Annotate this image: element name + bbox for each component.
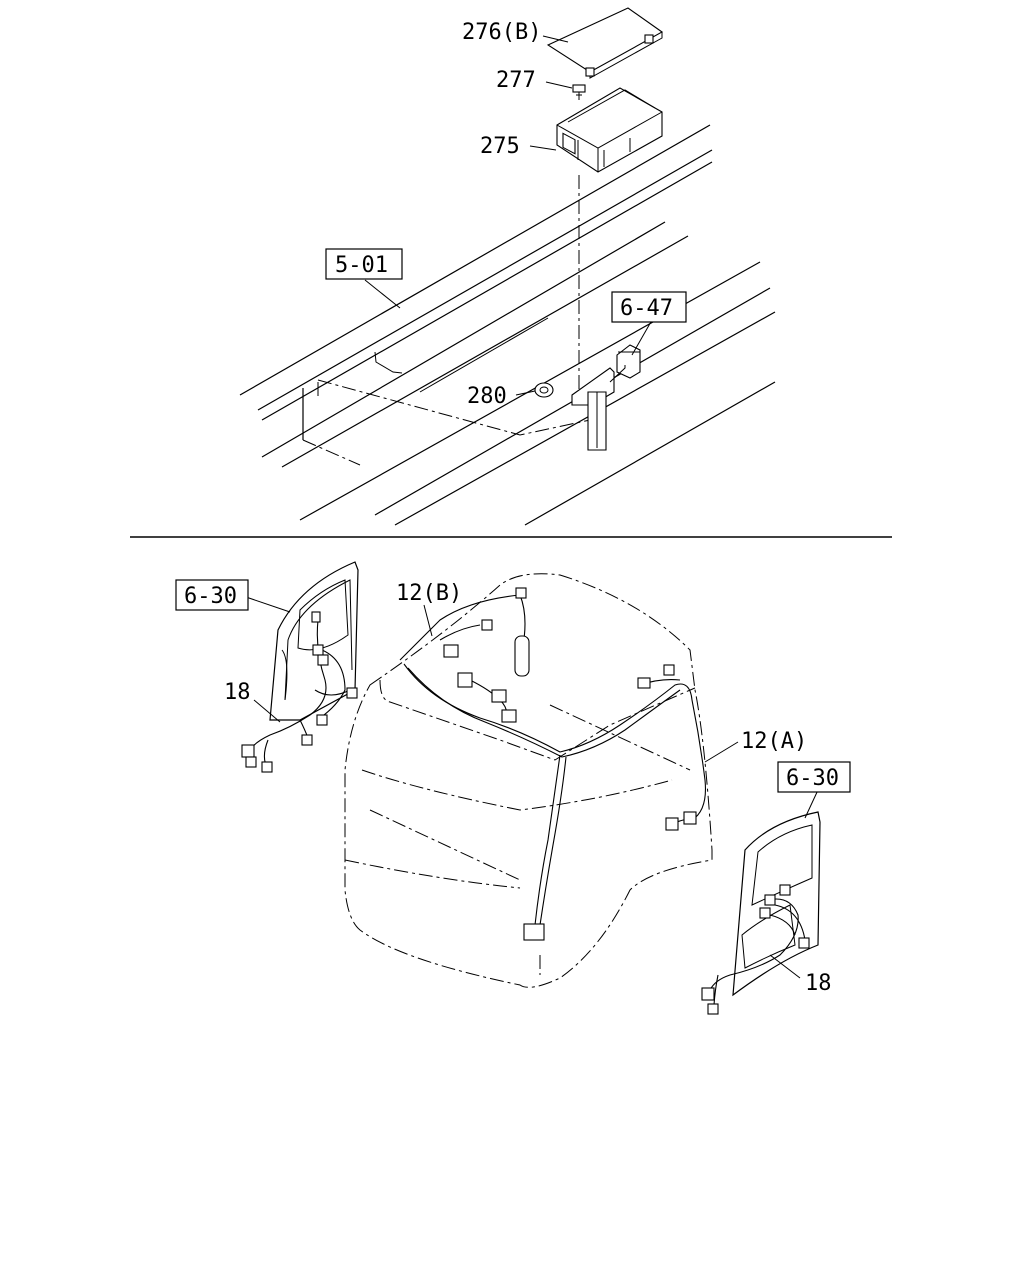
label-roof-harness-b: 12(B) — [396, 581, 462, 606]
label-frame-ref: 5-01 — [335, 253, 388, 278]
bracket — [571, 344, 641, 451]
label-cover: 276(B) — [462, 20, 541, 45]
cab-outline — [344, 573, 713, 988]
lower-view: 6-30 18 12(B) 12(A) 6-30 18 — [175, 561, 851, 1015]
box-cover — [546, 7, 664, 79]
upper-leaders — [364, 35, 653, 396]
frame-ref-box — [325, 248, 403, 280]
label-door-right-harness: 18 — [805, 971, 832, 996]
left-door-ref-box — [175, 579, 249, 611]
storage-box — [556, 87, 663, 173]
upper-view: 276(B) 277 275 5-01 6-47 280 — [239, 7, 776, 526]
label-bracket-ref: 6-47 — [620, 296, 673, 321]
nut-icon — [534, 382, 554, 398]
label-roof-harness-a: 12(A) — [741, 729, 807, 754]
chassis-frame — [239, 124, 776, 526]
cross-member — [302, 379, 591, 466]
label-nut: 280 — [467, 384, 507, 409]
left-door-harness — [241, 611, 358, 773]
right-door-harness — [701, 884, 810, 1015]
left-door — [269, 561, 359, 721]
lower-leaders — [245, 596, 819, 979]
label-door-left-ref: 6-30 — [184, 584, 237, 609]
label-door-left-harness: 18 — [224, 680, 251, 705]
label-box: 275 — [480, 134, 520, 159]
right-door — [732, 811, 821, 997]
bolt-icon — [572, 84, 586, 100]
right-door-ref-box — [777, 761, 851, 793]
label-bolt: 277 — [496, 68, 536, 93]
bracket-ref-box — [611, 291, 687, 323]
roof-harness — [399, 587, 707, 941]
label-door-right-ref: 6-30 — [786, 766, 839, 791]
